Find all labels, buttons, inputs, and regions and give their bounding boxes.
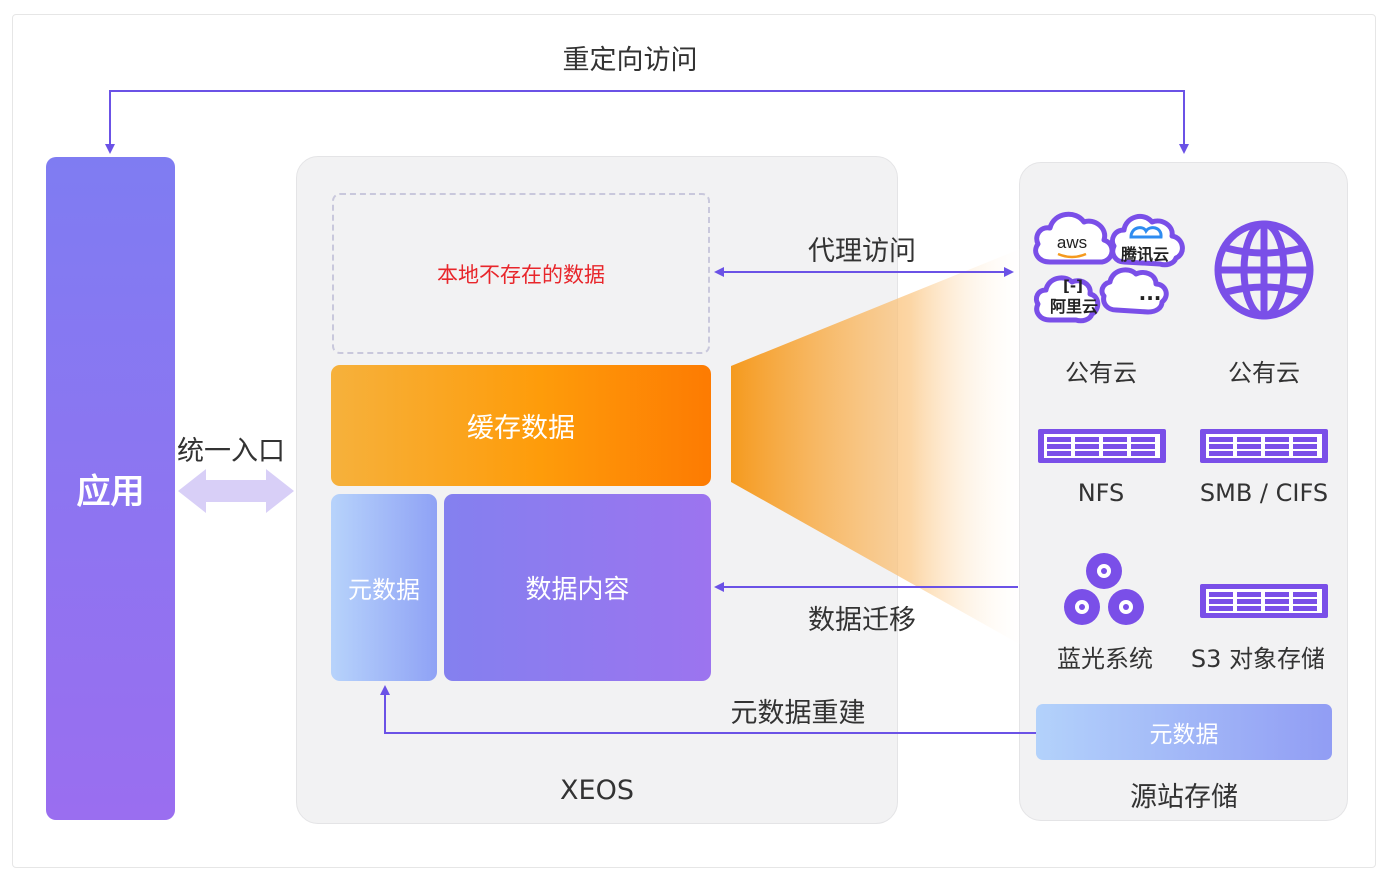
unified-entry-label: 统一入口 xyxy=(177,436,285,467)
bluray-discs-icon xyxy=(1064,553,1144,625)
redirect-access-label: 重定向访问 xyxy=(562,45,698,76)
aws-logo: aws xyxy=(1057,233,1087,252)
local-missing-data-label: 本地不存在的数据 xyxy=(437,262,605,287)
bluray-system-label: 蓝光系统 xyxy=(1057,645,1153,673)
aliyun-logo: 阿里云 xyxy=(1050,297,1098,316)
cache-data-label: 缓存数据 xyxy=(467,413,575,444)
xeos-metadata-label: 元数据 xyxy=(348,576,420,604)
source-storage-name: 源站存储 xyxy=(1130,782,1238,813)
app-block: 应用 xyxy=(46,157,175,820)
redirect-connector xyxy=(105,90,1189,154)
xeos-name: XEOS xyxy=(560,775,634,806)
metadata-rebuild-connector xyxy=(380,685,1036,734)
globe-icon xyxy=(1214,220,1314,320)
data-content-block: 数据内容 xyxy=(444,494,711,681)
source-metadata-label: 元数据 xyxy=(1149,722,1219,748)
metadata-rebuild-label: 元数据重建 xyxy=(730,698,866,729)
cloud-cluster-icon: aws 腾讯云 [-] 阿里云 ... xyxy=(1033,211,1185,324)
data-content-label: 数据内容 xyxy=(525,575,630,605)
nfs-server-rack-icon xyxy=(1038,429,1166,463)
public-cloud-label-2: 公有云 xyxy=(1228,359,1300,387)
more-clouds-ellipsis: ... xyxy=(1139,281,1162,305)
smb-cifs-label: SMB / CIFS xyxy=(1199,479,1329,507)
public-cloud-label-1: 公有云 xyxy=(1065,359,1137,387)
unified-entry-arrow xyxy=(178,469,294,513)
app-label: 应用 xyxy=(76,472,145,512)
proxy-access-label: 代理访问 xyxy=(808,236,916,267)
local-missing-data-box: 本地不存在的数据 xyxy=(332,193,710,354)
aliyun-bracket-logo: [-] xyxy=(1063,277,1083,295)
tencent-logo: 腾讯云 xyxy=(1121,245,1169,264)
s3-object-storage-label: S3 对象存储 xyxy=(1190,645,1326,673)
diagram-frame xyxy=(12,14,1376,868)
data-migration-label: 数据迁移 xyxy=(808,605,916,636)
smb-server-rack-icon xyxy=(1200,429,1328,463)
xeos-metadata-block: 元数据 xyxy=(331,494,437,681)
cache-data-block: 缓存数据 xyxy=(331,365,711,486)
nfs-label: NFS xyxy=(1077,479,1125,507)
s3-server-rack-icon xyxy=(1200,584,1328,618)
source-metadata-block: 元数据 xyxy=(1036,704,1332,760)
